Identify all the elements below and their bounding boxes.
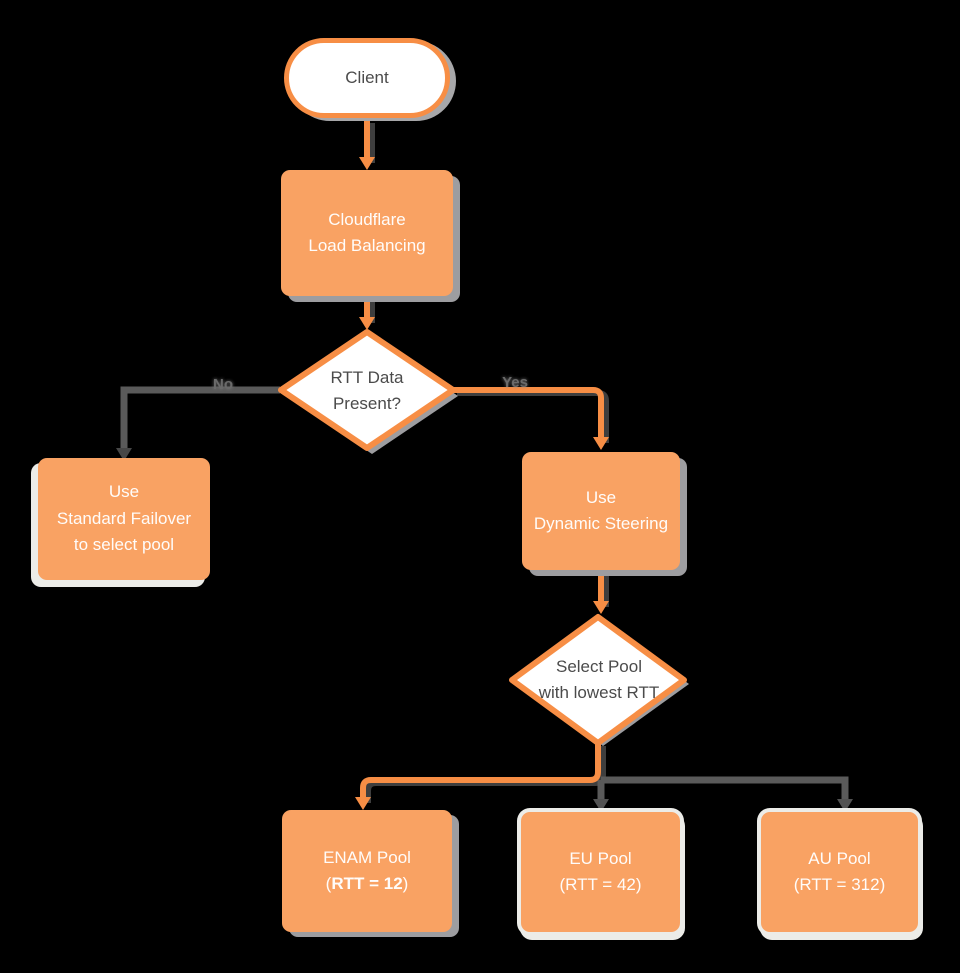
load-balancer-label: Cloudflare Load Balancing [308,209,426,255]
client-label: Client [345,68,389,87]
standard-failover-label: Use Standard Failover to select pool [56,482,192,555]
node-client: Client [284,38,450,118]
node-pool-au: AU Pool (RTT = 312) [761,812,918,932]
arrowhead-enam [355,797,371,810]
arrowhead-lb [359,157,375,170]
node-pool-enam: ENAM Pool (RTT = 12) [282,810,452,932]
eu-rtt-value: RTT = 42 [565,875,636,894]
eu-pool-text: EU Pool (RTT = 42) [559,846,641,899]
edge-label-no: No [213,376,233,393]
au-rtt-close: ) [879,875,886,894]
rtt-decision-label: RTT Data Present? [330,367,404,413]
eu-pool-rtt: (RTT = 42) [559,872,641,898]
enam-rtt-close: ) [402,874,409,893]
node-load-balancer: Cloudflare Load Balancing [281,170,453,296]
eu-rtt-close: ) [635,875,642,894]
edge-label-yes: Yes [502,374,528,391]
node-standard-failover: Use Standard Failover to select pool [38,458,210,580]
eu-rtt-open: ( [559,875,566,894]
dynamic-steering-label: Use Dynamic Steering [533,487,669,533]
enam-rtt-value: RTT = 12 [331,874,403,893]
edge-shadow-yes [457,390,609,443]
au-pool-name: AU Pool [808,848,871,868]
arrowhead-rtt [359,317,375,330]
arrowhead-pool-decision [593,601,609,614]
au-rtt-open: ( [793,875,800,894]
edge-enam-line [360,743,601,798]
au-rtt-value: RTT = 312 [799,875,880,894]
edge-au-line [601,776,849,800]
au-pool-rtt: (RTT = 312) [794,872,886,898]
eu-pool-name: EU Pool [569,848,632,868]
enam-rtt-open: ( [325,874,332,893]
node-pool-eu: EU Pool (RTT = 42) [521,812,680,932]
arrowhead-au [837,799,853,812]
edge-yes-line [452,387,604,438]
au-pool-text: AU Pool (RTT = 312) [794,846,886,899]
pool-diamond-shape [509,614,689,746]
pool-diamond-body [509,614,687,746]
pool-decision-label: Select Pool with lowest RTT [538,656,660,702]
enam-pool-rtt: (RTT = 12) [323,871,411,897]
edge-no-line [120,386,280,450]
arrowhead-dynamic [593,437,609,450]
node-rtt-decision: RTT Data Present? [272,324,462,458]
rtt-diamond-body [278,329,456,451]
arrowhead-failover [116,448,132,461]
enam-pool-name: ENAM Pool [323,847,411,867]
gray-connectors [120,386,849,800]
edge-shadow-enam [365,746,606,803]
node-pool-decision: Select Pool with lowest RTT [504,609,694,751]
arrowhead-eu [593,799,609,812]
orange-connectors [360,120,604,798]
enam-pool-text: ENAM Pool (RTT = 12) [323,845,411,898]
node-dynamic-steering: Use Dynamic Steering [522,452,680,570]
rtt-diamond-shape [278,329,458,454]
